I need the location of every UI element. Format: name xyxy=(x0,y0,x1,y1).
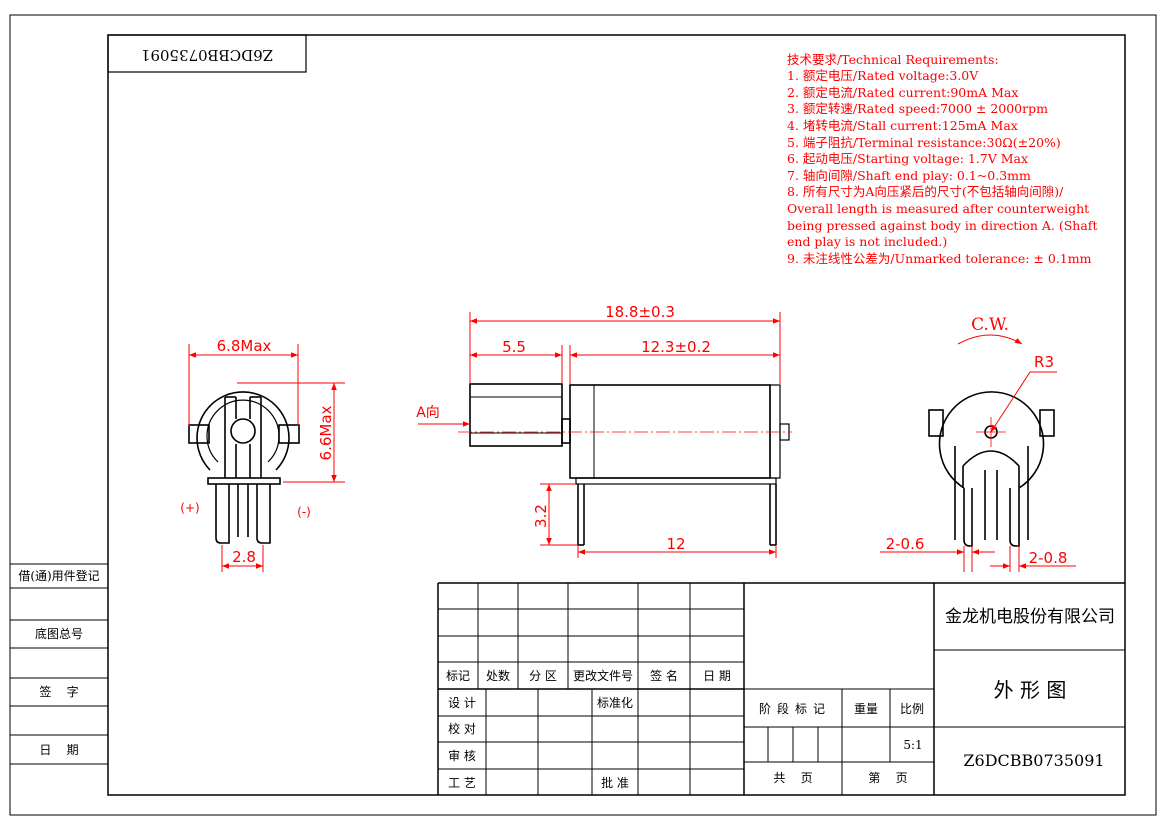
requirement-item: Overall length is measured after counter… xyxy=(787,201,1089,216)
company-name: 金龙机电股份有限公司 xyxy=(945,607,1115,627)
dim-pin-height-label: 3.2 xyxy=(532,504,550,528)
requirement-item: being pressed against body in direction … xyxy=(787,218,1097,233)
end-view-pin-left xyxy=(963,488,973,547)
front-view-left-lug xyxy=(188,424,210,444)
base-drawing-label: 底图总号 xyxy=(35,626,83,641)
dim-width-label: 6.8Max xyxy=(217,337,272,355)
check-label: 校 对 xyxy=(448,721,476,736)
requirement-item: 7. 轴向间隙/Shaft end play: 0.1~0.3mm xyxy=(787,168,1031,183)
dim-pitch-label: 2.8 xyxy=(232,548,256,566)
pin-width-label: 2-0.6 xyxy=(886,535,925,553)
signature-label: 签 字 xyxy=(39,684,78,699)
page-number-label: 第 页 xyxy=(868,771,907,785)
part-number-box xyxy=(107,34,307,73)
pin-length-label: 2-0.8 xyxy=(1029,549,1068,567)
approve-label: 批 准 xyxy=(601,775,629,790)
front-view-dimensions xyxy=(188,344,345,572)
technical-requirements: 技术要求/Technical Requirements: 1. 额定电压/Rat… xyxy=(787,52,1097,266)
inner-border xyxy=(107,34,1126,796)
requirement-item: 3. 额定转速/Rated speed:7000 ± 2000rpm xyxy=(787,101,1048,116)
negative-terminal-label: (-) xyxy=(297,505,311,519)
side-view-shaft-collar xyxy=(561,418,571,444)
revision-header: 分 区 xyxy=(529,669,557,683)
scale-label: 比例 xyxy=(900,702,924,716)
outer-border xyxy=(9,14,1157,816)
positive-terminal-label: (+) xyxy=(180,501,199,515)
weight-label: 重量 xyxy=(854,702,878,716)
requirement-item: 5. 端子阻抗/Terminal resistance:30Ω(±20%) xyxy=(787,135,1061,150)
requirements-title: 技术要求/Technical Requirements: xyxy=(787,52,999,67)
revision-headers: 标记 处数 分 区 更改文件号 签 名 日 期 xyxy=(446,668,731,683)
revision-header: 标记 xyxy=(446,669,470,683)
drawing-number: Z6DCBB0735091 xyxy=(963,751,1104,770)
front-view-housing xyxy=(196,391,290,471)
end-view-left-lug xyxy=(928,409,944,437)
registration-label: 借(通)用件登记 xyxy=(18,568,99,583)
side-view-dimensions xyxy=(418,312,781,558)
radius-leader xyxy=(990,371,1031,433)
revision-header: 更改文件号 xyxy=(573,668,633,683)
front-view-inner-ring xyxy=(206,399,280,463)
end-view-right-lug xyxy=(1039,409,1055,437)
front-view-right-lug xyxy=(278,424,300,444)
front-view-base xyxy=(207,477,281,485)
front-view-pin-right xyxy=(256,484,271,544)
requirement-item: 1. 额定电压/Rated voltage:3.0V xyxy=(787,68,979,83)
rotation-label: C.W. xyxy=(971,315,1009,335)
scale-value: 5:1 xyxy=(903,738,922,752)
direction-a-label: A向 xyxy=(416,405,440,421)
requirement-item: 9. 未注线性公差为/Unmarked tolerance: ± 0.1mm xyxy=(787,251,1092,266)
front-view-shaft-hole xyxy=(230,418,256,444)
standardize-label: 标准化 xyxy=(597,696,633,710)
left-register-column xyxy=(10,563,108,765)
requirement-item: 4. 堵转电流/Stall current:125mA Max xyxy=(787,118,1018,133)
revision-header: 签 名 xyxy=(650,668,678,683)
date-label: 日 期 xyxy=(39,743,78,757)
requirement-item: 2. 额定电流/Rated current:90mA Max xyxy=(787,85,1018,100)
part-number-inverted: Z6DCBB0735091 xyxy=(141,46,273,64)
revision-header: 处数 xyxy=(486,668,510,683)
design-label: 设 计 xyxy=(448,696,476,710)
revision-header: 日 期 xyxy=(703,669,731,683)
end-view-dimensions xyxy=(880,334,1076,572)
dim-height-label: 6.6Max xyxy=(317,405,335,460)
side-view-counterweight xyxy=(469,383,563,447)
review-label: 审 核 xyxy=(448,748,476,763)
side-view xyxy=(458,383,792,546)
drawing-title: 外 形 图 xyxy=(994,678,1067,702)
dim-body-label: 12.3±0.2 xyxy=(641,338,711,356)
requirement-item: end play is not included.) xyxy=(787,234,947,249)
side-view-end-cap xyxy=(769,384,781,479)
total-pages-label: 共 页 xyxy=(773,771,812,785)
requirement-item: 6. 起动电压/Starting voltage: 1.7V Max xyxy=(787,151,1028,166)
side-view-base xyxy=(575,477,777,485)
front-view xyxy=(188,391,300,544)
dim-weight-label: 5.5 xyxy=(502,338,526,356)
title-block-grid xyxy=(437,582,1125,795)
stage-mark-label: 阶段标记 xyxy=(759,701,831,716)
radius-label: R3 xyxy=(1034,353,1054,371)
dim-overall-label: 18.8±0.3 xyxy=(605,303,675,321)
end-view xyxy=(928,391,1055,547)
rotation-arrow xyxy=(957,334,1023,345)
front-view-pin-left xyxy=(215,484,230,544)
side-view-motor-body xyxy=(569,384,771,479)
requirement-item: 8. 所有尺寸为A向压紧后的尺寸(不包括轴向间隙)/ xyxy=(787,184,1064,199)
dim-pin-spacing-label: 12 xyxy=(666,535,685,553)
end-view-housing xyxy=(938,391,1045,489)
end-view-pin-right xyxy=(1009,488,1020,547)
process-label: 工 艺 xyxy=(448,776,476,790)
end-view-bracket-curve xyxy=(962,450,1020,467)
